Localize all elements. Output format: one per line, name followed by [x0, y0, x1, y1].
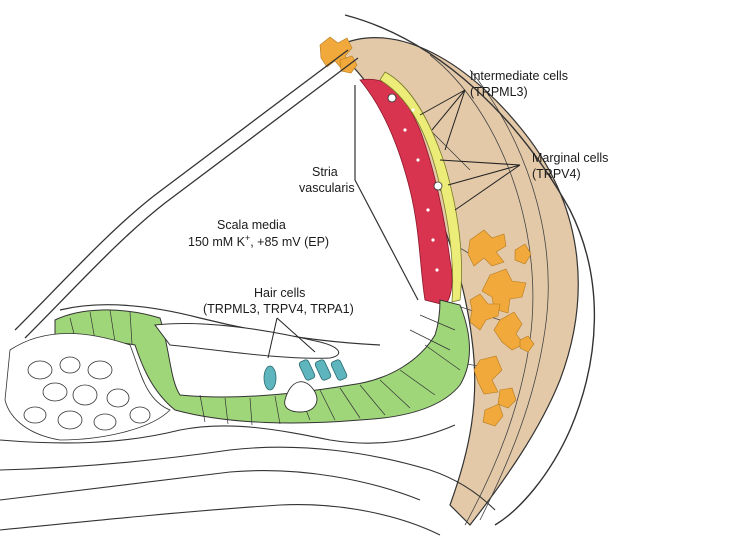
basilar-region-lines	[0, 424, 496, 536]
label-marginal-cells-line2: (TRPV4)	[532, 167, 581, 181]
scala-media-floor	[59, 304, 381, 346]
scala-line2-post: , +85 mV (EP)	[250, 235, 329, 249]
label-hair-cells-line2: (TRPML3, TRPV4, TRPA1)	[203, 302, 354, 316]
outer-hair-cell-3	[330, 359, 348, 381]
leader-lines	[267, 89, 521, 359]
inner-hair-cell	[263, 365, 277, 391]
label-scala-media-line1: Scala media	[217, 218, 286, 232]
tectorial-membrane	[154, 323, 340, 359]
label-stria-line2: vascularis	[299, 181, 355, 195]
reissner-membrane	[14, 49, 349, 331]
spiral-limbus-cells	[4, 333, 171, 441]
label-marginal-cells-line1: Marginal cells	[532, 151, 608, 165]
outer-hair-cell-1	[298, 359, 316, 381]
intermediate-cells-layer	[379, 71, 462, 303]
marginal-cells-layer	[359, 78, 453, 306]
scala-line2-pre: 150 mM K	[188, 235, 246, 249]
label-intermediate-cells-line2: (TRPML3)	[470, 85, 528, 99]
reissner-membrane-inner	[24, 57, 359, 339]
fibrocytes	[319, 36, 535, 427]
label-intermediate-cells-line1: Intermediate cells	[470, 69, 568, 83]
label-scala-media-line2: 150 mM K+, +85 mV (EP)	[188, 233, 329, 249]
outer-hair-cell-2	[314, 359, 332, 381]
tunnel-of-corti	[284, 381, 318, 413]
outer-membrane	[344, 14, 596, 526]
hair-cells	[263, 359, 348, 391]
stria-bracket	[354, 85, 419, 301]
scala-line2-sup: +	[245, 233, 250, 243]
label-stria-line1: Stria	[312, 165, 338, 179]
marginal-cell-nuclei	[387, 93, 443, 272]
labels: Intermediate cells (TRPML3) Marginal cel…	[188, 69, 608, 316]
label-hair-cells-line1: Hair cells	[254, 286, 305, 300]
